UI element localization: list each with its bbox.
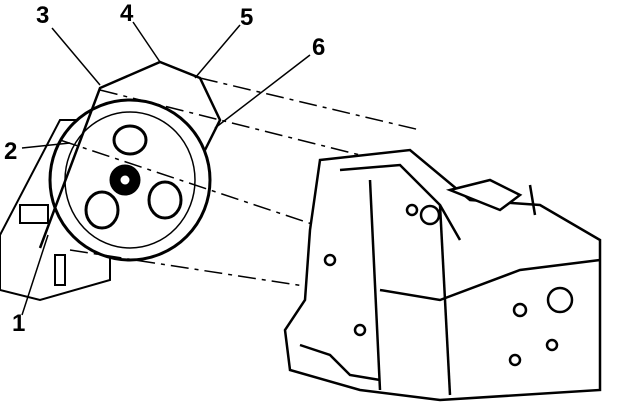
callout-3: 3 (36, 2, 50, 29)
callout-4: 4 (120, 0, 134, 27)
flexplate-disc (48, 98, 212, 262)
centerline-dash (59, 77, 421, 291)
transaxle-case (283, 148, 602, 402)
leader-lines (21, 21, 311, 316)
converter-housing-outline (38, 60, 222, 249)
callout-6: 6 (312, 34, 326, 61)
callout-1: 1 (12, 310, 26, 337)
callout-2: 2 (4, 138, 18, 165)
callout-5: 5 (240, 4, 254, 31)
